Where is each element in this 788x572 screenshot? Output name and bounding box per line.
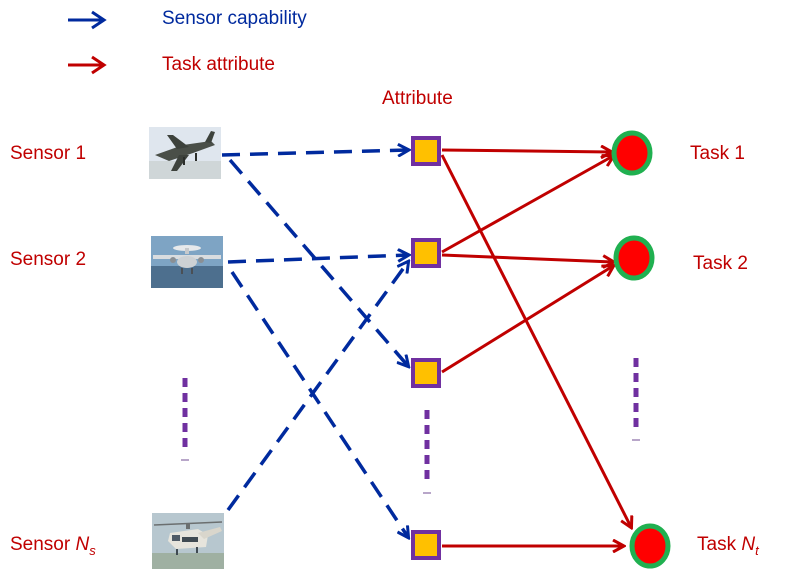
task-arrow-a2-t2 [441, 253, 613, 262]
capability-arrow-s2-a2 [227, 255, 408, 264]
attribute-header: Attribute [382, 88, 453, 109]
legend-sensor-capability-label: Sensor capability [162, 8, 307, 29]
task-node-1 [611, 130, 653, 176]
task-arrow-a2-t1 [441, 156, 613, 254]
capability-arrow-s1-a3 [228, 158, 408, 366]
helicopter-photo [152, 513, 224, 569]
attribute-node-2 [411, 238, 441, 268]
sensor-2-label: Sensor 2 [10, 249, 87, 270]
sensor-n-label: Sensor Ns [10, 534, 96, 558]
task-node-n [629, 523, 671, 569]
capability-arrow-s1-a1 [221, 150, 408, 155]
task-arrow-a1-tn [440, 154, 631, 527]
task-n-label: Task Nt [697, 534, 759, 558]
capability-arrow-sn-a2 [226, 262, 408, 512]
turboprop-aircraft-photo [151, 236, 223, 288]
task-node-2 [613, 235, 655, 281]
attribute-node-4 [411, 530, 441, 560]
task-1-label: Task 1 [690, 143, 745, 164]
jet-fighter-photo [149, 127, 221, 179]
task-2-label: Task 2 [693, 253, 748, 274]
legend-task-arrow [68, 55, 107, 75]
task-arrow-a3-t2 [441, 266, 613, 374]
legend-task-attribute-label: Task attribute [162, 54, 275, 75]
task-arrow-a1-t1 [441, 150, 611, 152]
capability-arrow-s2-a4 [230, 271, 408, 537]
attribute-node-1 [411, 136, 441, 166]
attribute-node-3 [411, 358, 441, 388]
legend-capability-arrow [68, 10, 107, 30]
sensor-1-label: Sensor 1 [10, 143, 87, 164]
